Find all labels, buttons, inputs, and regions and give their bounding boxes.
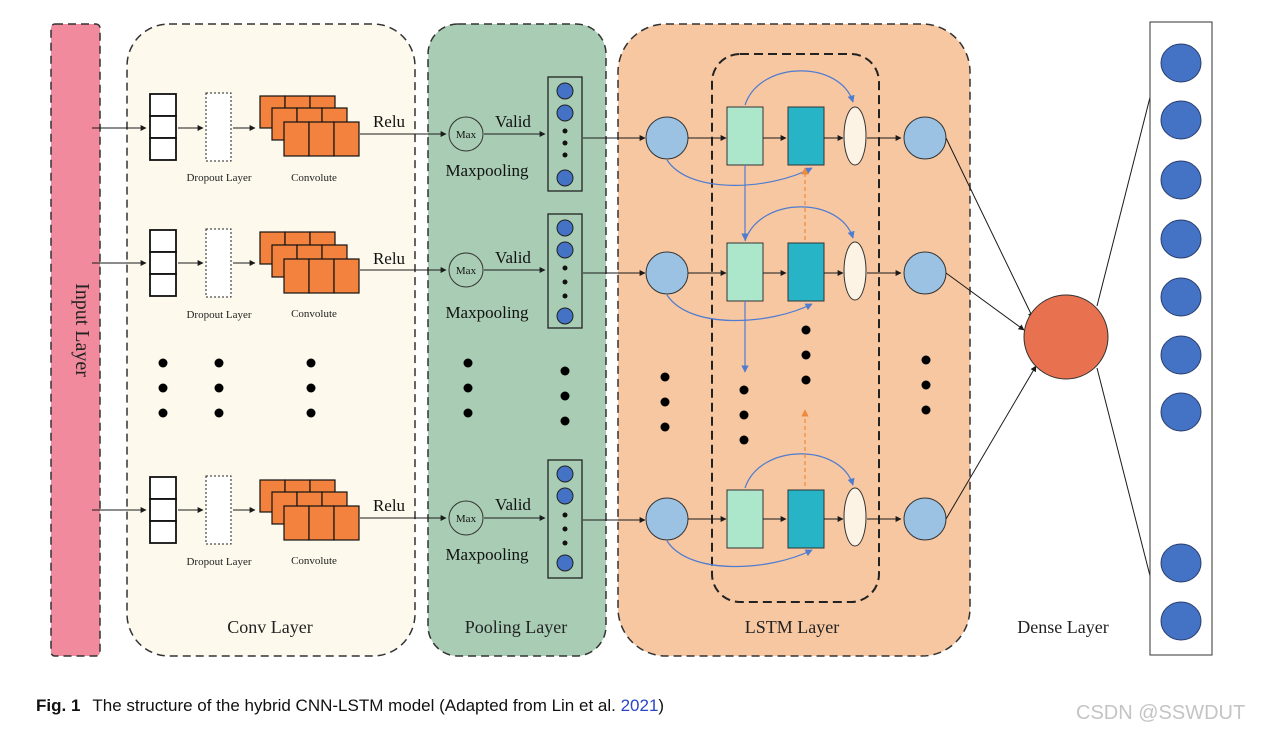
convolute-label: Convolute bbox=[291, 308, 337, 320]
figure-caption: Fig. 1 The structure of the hybrid CNN-LS… bbox=[36, 696, 664, 720]
lstm-output-node bbox=[903, 497, 947, 541]
input-vector bbox=[149, 476, 177, 544]
row-2: Dropout Layer Convolute Relu Max Valid M… bbox=[92, 206, 947, 329]
dropout-box bbox=[205, 475, 232, 545]
maxpooling-label: Maxpooling bbox=[445, 545, 529, 564]
dense-node bbox=[1023, 294, 1109, 380]
dropout-box bbox=[205, 228, 232, 298]
max-pool-node bbox=[448, 252, 484, 288]
convolute-block bbox=[259, 95, 360, 157]
dropout-layer-label: Dropout Layer bbox=[186, 556, 251, 568]
pooled-vector bbox=[547, 459, 583, 579]
figure-number: Fig. 1 bbox=[36, 696, 81, 715]
max-label: Max bbox=[456, 129, 477, 141]
cnn-lstm-diagram: Input Layer Conv Layer Pooling Layer LST… bbox=[50, 21, 1213, 657]
maxpooling-label: Maxpooling bbox=[445, 303, 529, 322]
lstm-cell-group bbox=[711, 53, 880, 603]
lstm-gate-light bbox=[726, 242, 764, 302]
row-1: Dropout Layer Convolute Relu Max Valid M… bbox=[92, 70, 947, 192]
valid-label: Valid bbox=[495, 495, 531, 514]
dropout-layer-label: Dropout Layer bbox=[186, 172, 251, 184]
lstm-layer-panel bbox=[617, 23, 971, 657]
pooled-vector bbox=[547, 76, 583, 192]
lstm-gate-teal bbox=[787, 106, 825, 166]
output-nodes bbox=[1160, 43, 1202, 641]
lstm-output-node bbox=[903, 251, 947, 295]
max-label: Max bbox=[456, 265, 477, 277]
lstm-gate-light bbox=[726, 106, 764, 166]
lstm-cell-oval bbox=[843, 487, 867, 547]
lstm-input-node bbox=[645, 251, 689, 295]
input-vector bbox=[149, 229, 177, 297]
pooled-vector bbox=[547, 213, 583, 329]
max-pool-node bbox=[448, 500, 484, 536]
input-layer-label: Input Layer bbox=[71, 283, 93, 377]
row-3: Dropout Layer Convolute Relu Max Valid M… bbox=[92, 453, 947, 579]
convolute-label: Convolute bbox=[291, 555, 337, 567]
convolute-label: Convolute bbox=[291, 172, 337, 184]
relu-label: Relu bbox=[373, 112, 406, 131]
lstm-input-node bbox=[645, 116, 689, 160]
lstm-layer-label: LSTM Layer bbox=[745, 617, 839, 637]
dropout-layer-label: Dropout Layer bbox=[186, 309, 251, 321]
max-pool-node bbox=[448, 116, 484, 152]
convolute-block bbox=[259, 231, 360, 294]
caption-text: The structure of the hybrid CNN-LSTM mod… bbox=[92, 696, 616, 715]
lstm-output-node bbox=[903, 116, 947, 160]
dropout-box bbox=[205, 92, 232, 162]
relu-label: Relu bbox=[373, 496, 406, 515]
citation-year-link[interactable]: 2021 bbox=[620, 696, 659, 715]
max-label: Max bbox=[456, 513, 477, 525]
relu-label: Relu bbox=[373, 249, 406, 268]
lstm-gate-light bbox=[726, 489, 764, 549]
caption-close: ) bbox=[658, 696, 665, 715]
valid-label: Valid bbox=[495, 112, 531, 131]
pooling-layer-label: Pooling Layer bbox=[465, 617, 567, 637]
convolute-block bbox=[259, 479, 360, 541]
lstm-gate-teal bbox=[787, 242, 825, 302]
input-layer-panel bbox=[50, 23, 101, 657]
lstm-recurrent-connections bbox=[741, 165, 809, 486]
input-vector bbox=[149, 93, 177, 161]
maxpooling-label: Maxpooling bbox=[445, 161, 529, 180]
valid-label: Valid bbox=[495, 248, 531, 267]
lstm-gate-teal bbox=[787, 489, 825, 549]
watermark: CSDN @SSWDUT bbox=[1076, 702, 1246, 724]
dense-layer-label: Dense Layer bbox=[1017, 617, 1108, 637]
lstm-input-node bbox=[645, 497, 689, 541]
conv-layer-label: Conv Layer bbox=[227, 617, 312, 637]
lstm-cell-oval bbox=[843, 241, 867, 301]
lstm-cell-oval bbox=[843, 106, 867, 166]
